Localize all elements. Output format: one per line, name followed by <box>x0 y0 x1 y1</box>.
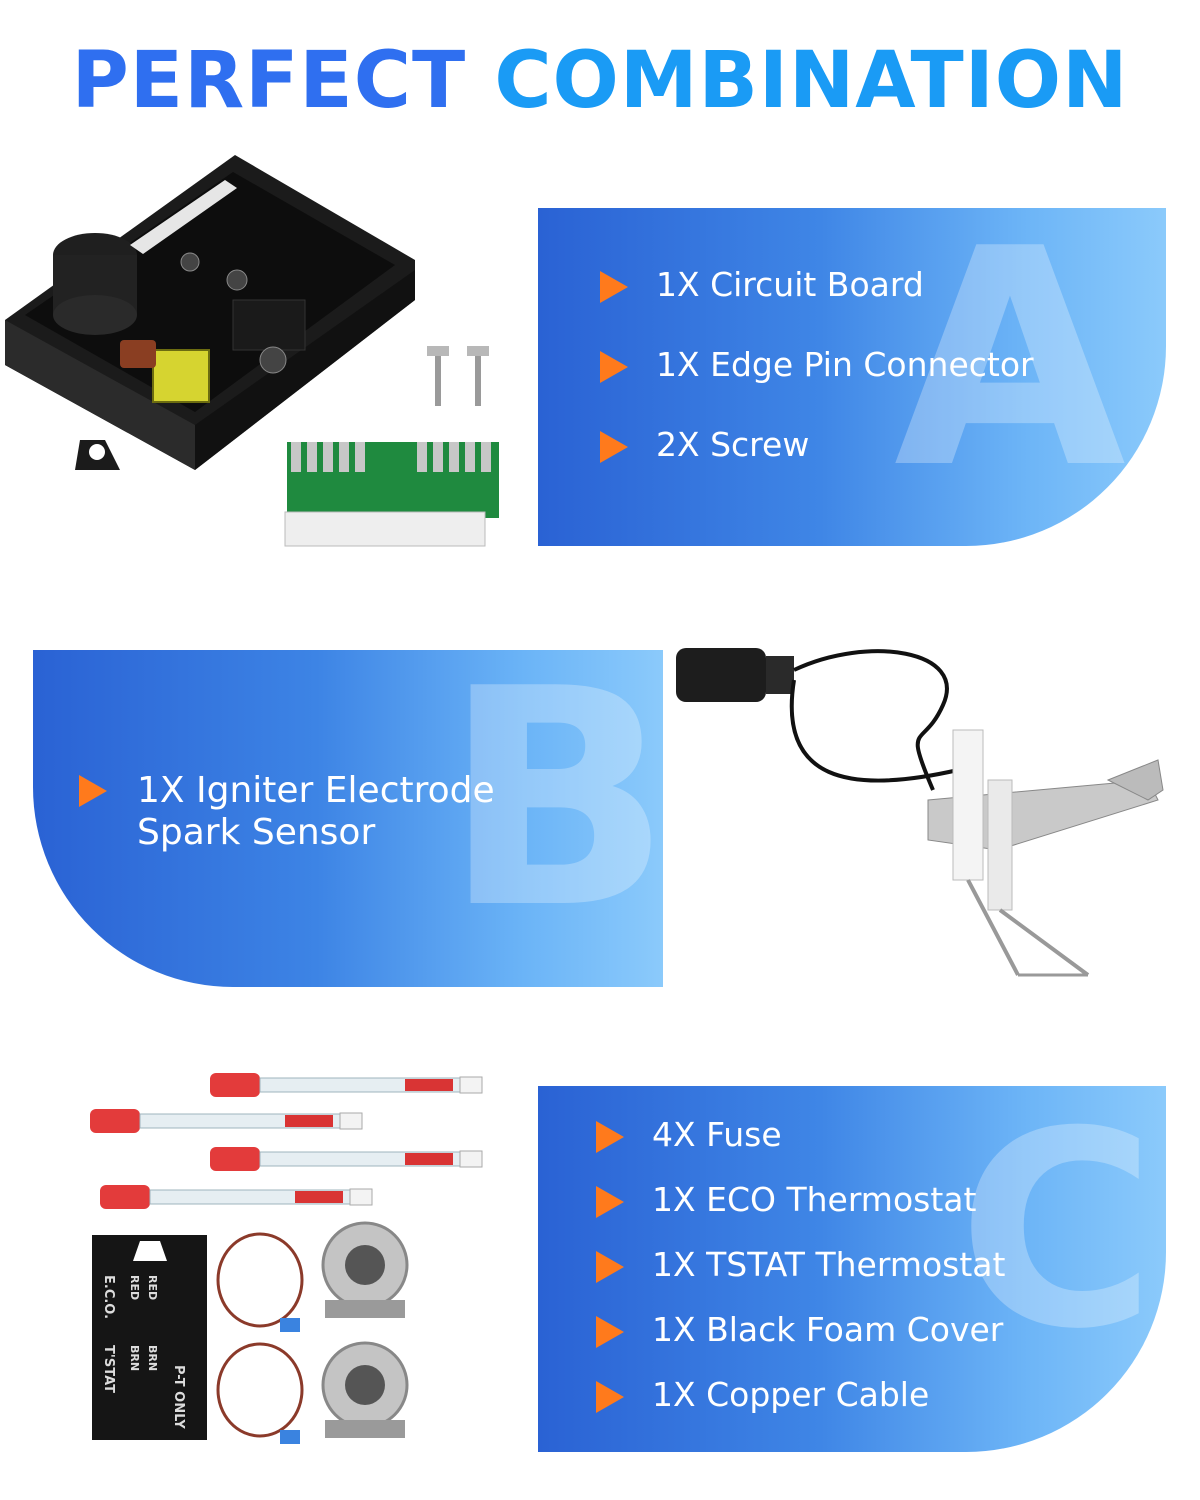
foam-label-eco: E.C.O. <box>101 1275 116 1319</box>
panel-a-item: 1X Edge Pin Connector <box>600 344 1034 385</box>
foam-label-red-1: RED <box>128 1275 141 1300</box>
title-word-perfect: PERFECT <box>71 36 467 126</box>
arrow-icon <box>596 1315 624 1348</box>
panel-a-item-list: 1X Circuit Board 1X Edge Pin Connector 2… <box>600 265 1034 506</box>
arrow-icon <box>600 350 628 383</box>
panel-b-letter: B <box>443 650 663 974</box>
panel-c-item-label: 1X ECO Thermostat <box>652 1179 977 1219</box>
arrow-icon <box>596 1250 624 1283</box>
foam-label-brn-2: BRN <box>146 1345 159 1371</box>
arrow-icon <box>596 1121 624 1153</box>
title-word-combination: COMBINATION <box>494 36 1129 126</box>
fuse <box>210 1147 483 1171</box>
panel-c-item-label: 1X TSTAT Thermostat <box>652 1244 1006 1284</box>
panel-b-line2: Spark Sensor <box>137 812 376 854</box>
igniter-electrode-image <box>676 648 1164 977</box>
panel-c-item: 1X Copper Cable <box>596 1374 1005 1415</box>
arrow-icon <box>600 430 628 463</box>
arrow-icon <box>596 1380 624 1413</box>
panel-c-item: 1X TSTAT Thermostat <box>596 1244 1006 1285</box>
foam-label-red-2: RED <box>146 1275 159 1300</box>
panel-a-item-label: 1X Circuit Board <box>656 265 924 304</box>
foam-label-brn-1: BRN <box>128 1345 141 1371</box>
panel-c-letter: C <box>957 1086 1156 1388</box>
panel-c-item: 1X ECO Thermostat <box>596 1179 1005 1220</box>
arrow-icon <box>596 1185 624 1218</box>
panel-c-item: 4X Fuse <box>596 1115 1005 1155</box>
panel-c-item-list: 4X Fuse 1X ECO Thermostat 1X TSTAT Therm… <box>596 1115 1006 1441</box>
fuse <box>100 1185 373 1209</box>
panel-a-item: 2X Screw <box>600 424 1034 465</box>
circuit-board-image <box>5 155 499 547</box>
panel-c-item-label: 1X Copper Cable <box>652 1374 930 1414</box>
panel-a-letter: A <box>893 208 1126 534</box>
fuse <box>210 1073 483 1097</box>
panel-a: A 1X Circuit Board 1X Edge Pin Connector… <box>538 208 1166 546</box>
fuse <box>90 1109 363 1133</box>
panel-a-item-label: 2X Screw <box>656 424 810 464</box>
panel-a-item: 1X Circuit Board <box>600 265 1034 305</box>
panel-a-item-label: 1X Edge Pin Connector <box>656 344 1034 384</box>
arrow-icon <box>600 271 628 303</box>
panel-c-item-label: 1X Black Foam Cover <box>652 1309 1004 1349</box>
foam-label-tstat: T'STAT <box>101 1345 116 1393</box>
page-title: PERFECT COMBINATION <box>0 42 1200 120</box>
arrow-icon <box>79 775 107 807</box>
panel-c-item-label: 4X Fuse <box>652 1115 782 1154</box>
panel-b-line1: 1X Igniter Electrode <box>137 770 495 811</box>
foam-label-pt-only: P-T ONLY <box>171 1365 186 1429</box>
panel-c: C 4X Fuse 1X ECO Thermostat 1X TSTAT The… <box>538 1086 1166 1452</box>
fuse-kit-image: RED RED BRN BRN E.C.O. T'STAT P-T ONLY <box>90 1073 483 1444</box>
panel-c-item: 1X Black Foam Cover <box>596 1309 1005 1350</box>
